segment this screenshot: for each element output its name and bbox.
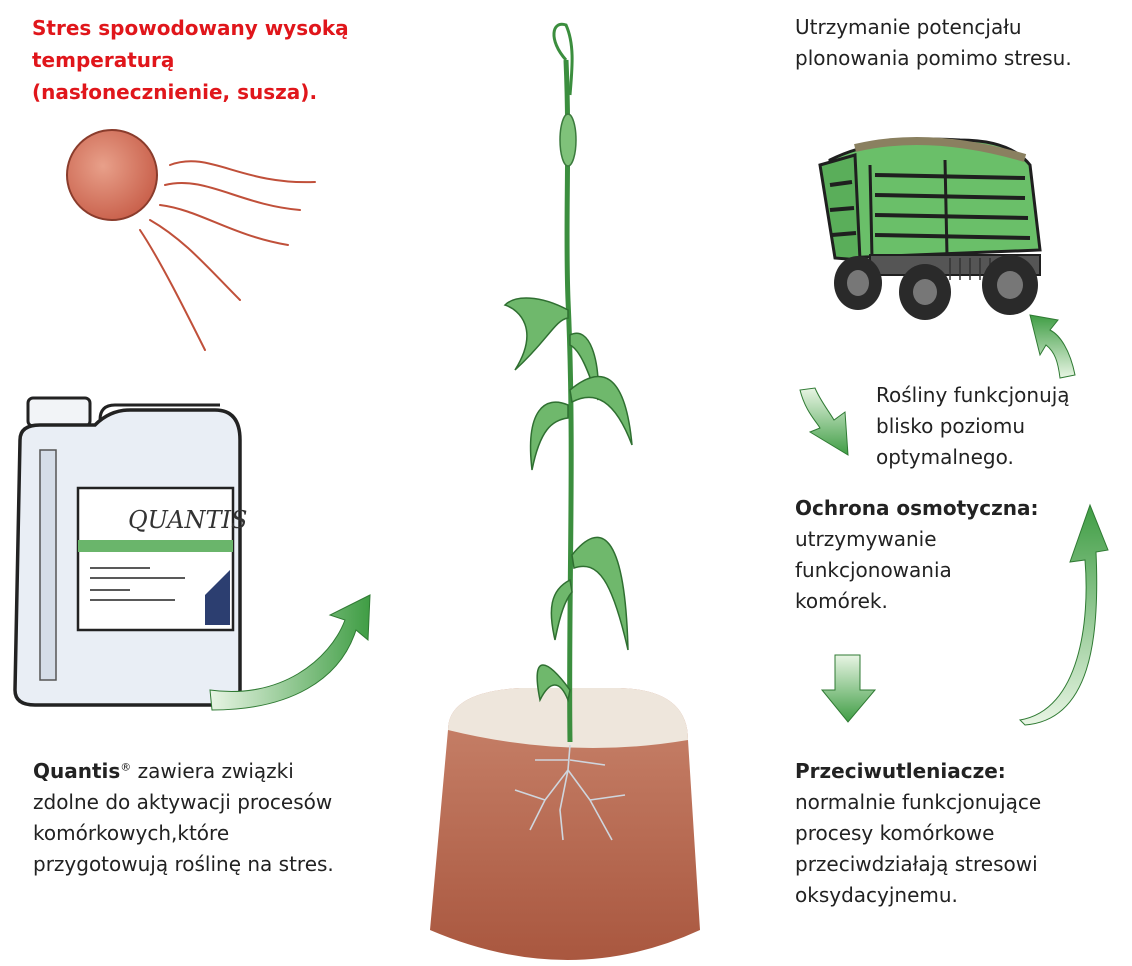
arrow-icon: [1029, 314, 1076, 379]
stress-line-3: (nasłonecznienie, susza).: [32, 80, 318, 104]
antioxidants-line-2: procesy komórkowe: [795, 821, 995, 845]
arrow-icon: [820, 654, 877, 723]
arrow-icon: [1018, 503, 1109, 726]
osmotic-line-1: utrzymywanie: [795, 527, 937, 551]
quantis-line-1-rest: zawiera związki: [131, 759, 294, 783]
quantis-text: Quantis® zawiera związki zdolne do aktyw…: [33, 756, 334, 880]
osmotic-line-3: komórek.: [795, 589, 888, 613]
plants-text: Rośliny funkcjonują blisko poziomu optym…: [876, 380, 1070, 473]
plants-line-1: Rośliny funkcjonują: [876, 383, 1070, 407]
antioxidants-line-3: przeciwdziałają stresowi: [795, 852, 1038, 876]
osmotic-text: Ochrona osmotyczna: utrzymywanie funkcjo…: [795, 493, 1038, 617]
plants-line-2: blisko poziomu: [876, 414, 1026, 438]
plants-line-3: optymalnego.: [876, 445, 1014, 469]
registered-mark: ®: [120, 760, 132, 774]
osmotic-title: Ochrona osmotyczna:: [795, 496, 1039, 520]
yield-line-1: Utrzymanie potencjału: [795, 15, 1022, 39]
canister-icon: QUANTIS: [13, 396, 247, 707]
quantis-line-1: Quantis® zawiera związki: [33, 756, 334, 787]
stress-heading: Stres spowodowany wysoką temperaturą (na…: [32, 12, 349, 108]
sun-icon: [66, 129, 316, 351]
soil-block: [430, 688, 700, 960]
antioxidants-line-4: oksydacyjnemu.: [795, 883, 958, 907]
antioxidants-title: Przeciwutleniacze:: [795, 759, 1006, 783]
antioxidants-text: Przeciwutleniacze: normalnie funkcjonują…: [795, 756, 1041, 911]
quantis-line-4: przygotowują roślinę na stres.: [33, 852, 334, 876]
stress-line-2: temperaturą: [32, 48, 175, 72]
arrow-icon: [209, 594, 371, 711]
wheat-plant-icon: [503, 22, 633, 743]
antioxidants-line-1: normalnie funkcjonujące: [795, 790, 1042, 814]
canister-label: QUANTIS: [128, 506, 247, 534]
trailer-icon: [818, 137, 1042, 320]
stress-line-1: Stres spowodowany wysoką: [32, 16, 349, 40]
osmotic-line-2: funkcjonowania: [795, 558, 952, 582]
quantis-brand: Quantis: [33, 759, 121, 783]
arrow-icon: [799, 387, 849, 456]
yield-text: Utrzymanie potencjału plonowania pomimo …: [795, 12, 1072, 74]
quantis-line-2: zdolne do aktywacji procesów: [33, 790, 333, 814]
quantis-line-3: komórkowych,które: [33, 821, 230, 845]
yield-line-2: plonowania pomimo stresu.: [795, 46, 1072, 70]
